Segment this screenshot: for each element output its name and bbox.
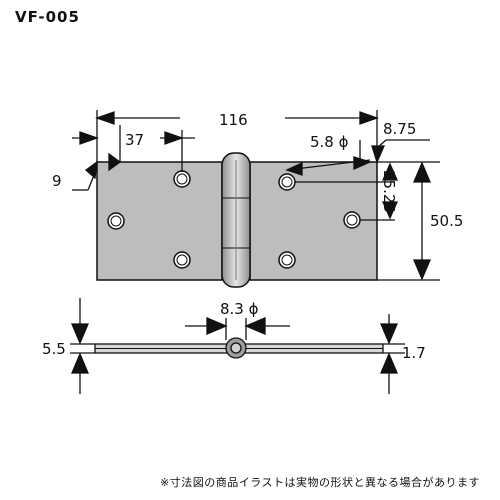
dim-37: 37 xyxy=(125,131,144,149)
dimension-lines xyxy=(72,110,440,281)
screw-hole xyxy=(278,251,296,269)
hinge-side-view xyxy=(70,318,405,359)
hinge-top-view xyxy=(96,152,378,288)
dim-5-5: 5.5 xyxy=(42,340,66,358)
screw-hole xyxy=(278,173,296,191)
dim-116: 116 xyxy=(219,111,248,129)
dim-8-75: 8.75 xyxy=(383,120,416,138)
dim-9: 9 xyxy=(52,172,62,190)
dim-pin: 8.3 ϕ xyxy=(220,300,259,318)
disclaimer-note: ※寸法図の商品イラストは実物の形状と異なる場合があります xyxy=(160,476,480,489)
side-dimension-arrows xyxy=(71,298,398,394)
dim-screw-hole: 5.8 ϕ xyxy=(310,133,349,151)
screw-hole xyxy=(173,170,191,188)
model-title: VF-005 xyxy=(15,8,80,26)
screw-hole xyxy=(343,211,361,229)
screw-hole xyxy=(107,212,125,230)
dim-50-5: 50.5 xyxy=(430,212,463,230)
dim-25-25: 25.25 xyxy=(380,170,398,213)
screw-hole xyxy=(173,251,191,269)
dim-1-7: 1.7 xyxy=(402,344,426,362)
